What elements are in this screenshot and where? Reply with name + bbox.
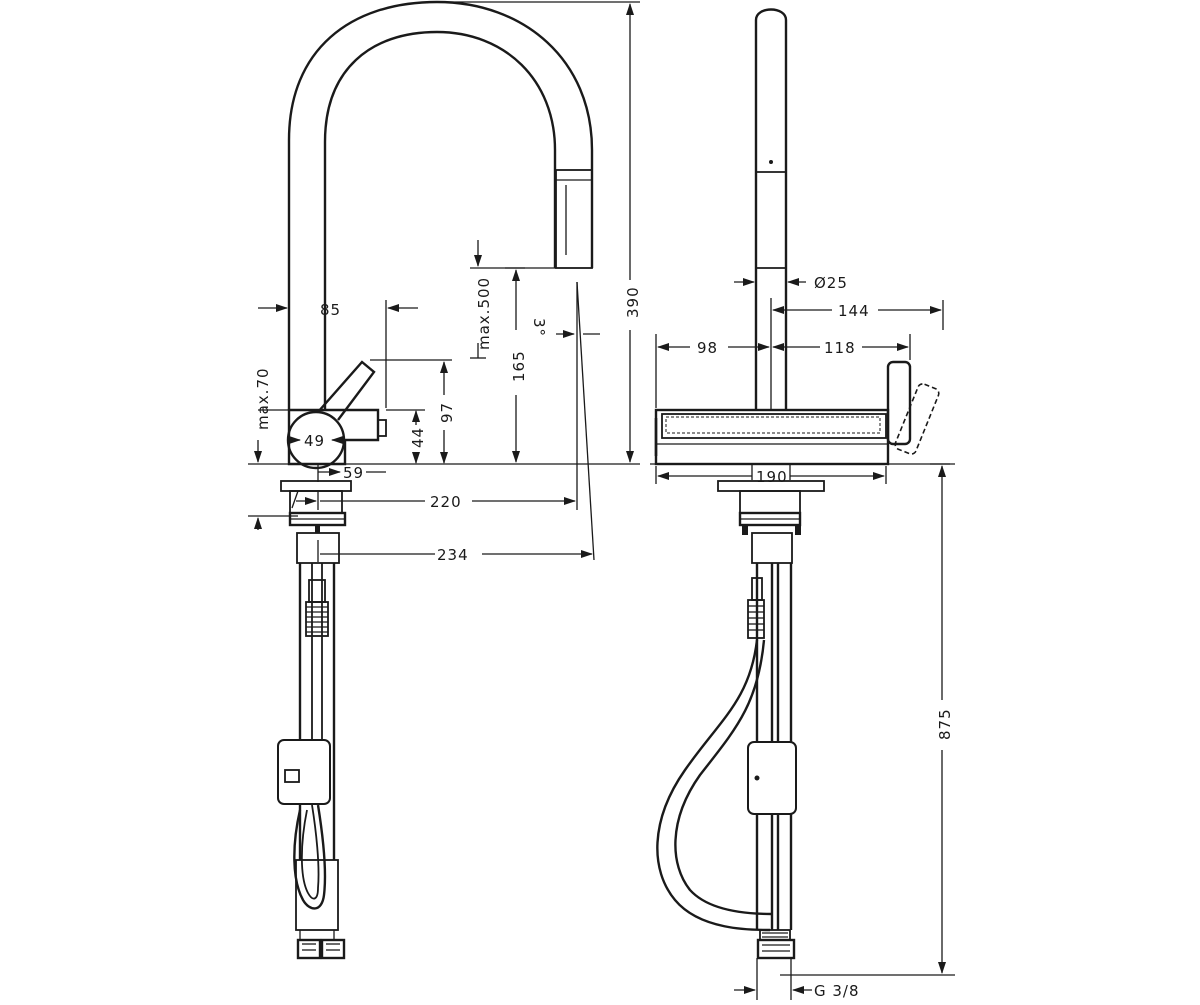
spout-column bbox=[754, 8, 788, 410]
dim-dia25: Ø25 bbox=[814, 274, 848, 292]
dim-97: 97 bbox=[438, 402, 456, 423]
spray-head bbox=[555, 169, 593, 269]
dim-49: 49 bbox=[304, 432, 325, 450]
dim-angle: 3° bbox=[530, 318, 548, 337]
lever-handle bbox=[317, 360, 376, 421]
dim-59: 59 bbox=[343, 464, 364, 482]
dim-max500: max.500 bbox=[475, 277, 493, 350]
dim-390: 390 bbox=[624, 286, 642, 318]
dim-144: 144 bbox=[838, 302, 870, 320]
hose-weight-side bbox=[747, 741, 797, 815]
dim-98: 98 bbox=[697, 339, 718, 357]
dim-234: 234 bbox=[437, 546, 469, 564]
dim-220: 220 bbox=[430, 493, 462, 511]
dim-118: 118 bbox=[824, 339, 856, 357]
front-view: 85 max.70 49 59 44 97 max.500 bbox=[248, 0, 642, 960]
side-lever bbox=[886, 360, 912, 446]
dim-85: 85 bbox=[320, 301, 341, 319]
spout-outer bbox=[287, 0, 594, 410]
dim-190: 190 bbox=[756, 468, 788, 486]
dim-44: 44 bbox=[409, 427, 427, 448]
spout-inner bbox=[323, 30, 557, 410]
dim-165: 165 bbox=[510, 350, 528, 382]
dim-875: 875 bbox=[936, 708, 954, 740]
hose-weight bbox=[277, 739, 331, 805]
side-view: Ø25 144 98 118 190 875 bbox=[650, 8, 955, 1000]
dim-thread: G 3/8 bbox=[814, 982, 860, 1000]
dim-max70: max.70 bbox=[254, 367, 272, 430]
tray-body bbox=[654, 408, 890, 466]
